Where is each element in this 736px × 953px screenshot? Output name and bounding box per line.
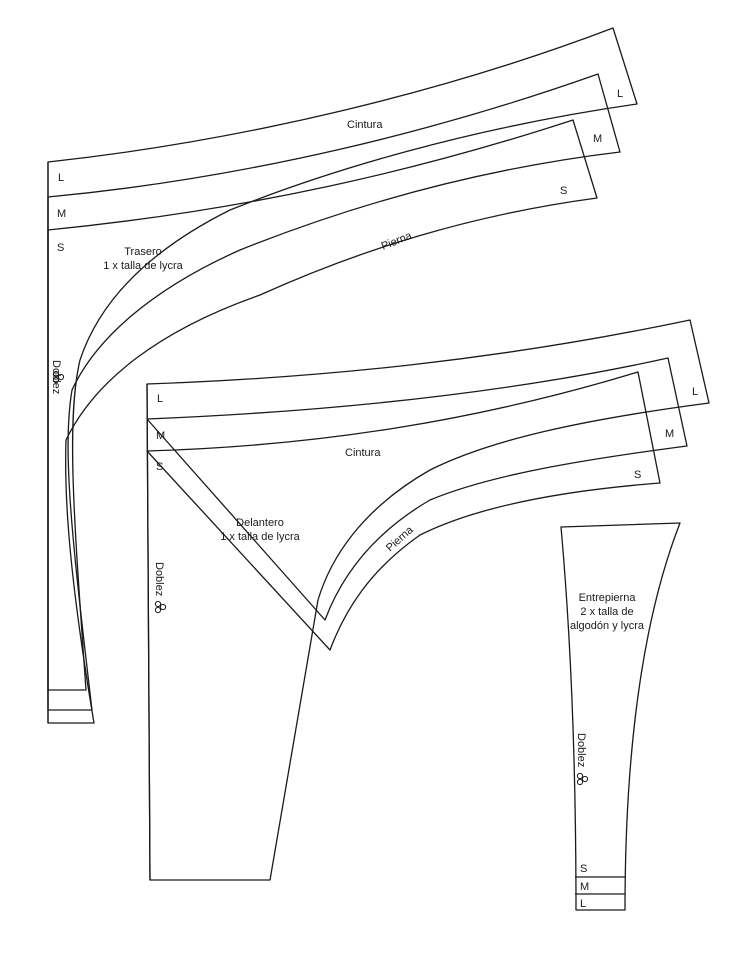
crotch-size-m-label: M bbox=[580, 881, 589, 893]
crotch-fold-symbol-icon bbox=[576, 772, 589, 786]
front-size-l-outline bbox=[146, 319, 710, 881]
crotch-piece-instructions-line2: algodón y lycra bbox=[570, 620, 645, 632]
back-piece-instructions: 1 x talla de lycra bbox=[103, 260, 183, 272]
crotch-size-l-label: L bbox=[580, 898, 586, 910]
crotch-outline bbox=[560, 522, 681, 911]
crotch-fold-label: Doblez bbox=[575, 733, 587, 767]
back-leg-label: Pierna bbox=[380, 229, 415, 252]
front-size-m-label: M bbox=[156, 430, 165, 442]
front-piece-instructions: 1 x talla de lycra bbox=[220, 531, 300, 543]
crotch-piece-instructions-line1: 2 x talla de bbox=[580, 606, 633, 618]
back-size-l-outline bbox=[47, 27, 638, 691]
front-size-s-end-label: S bbox=[634, 469, 641, 481]
back-size-m-label: M bbox=[57, 208, 66, 220]
front-size-l-end-label: L bbox=[692, 386, 698, 398]
crotch-piece: S M L Entrepierna 2 x talla de algodón y… bbox=[560, 522, 681, 911]
front-fold-edge bbox=[146, 383, 151, 881]
front-piece: L M S L M S Cintura Pierna Delantero 1 x… bbox=[146, 319, 710, 881]
back-size-m-end-label: M bbox=[593, 133, 602, 145]
front-size-m-outline bbox=[146, 357, 688, 621]
front-size-m-end-label: M bbox=[665, 428, 674, 440]
front-fold-label: Doblez bbox=[153, 562, 165, 596]
back-size-s-label: S bbox=[57, 242, 64, 254]
crotch-piece-name: Entrepierna bbox=[579, 592, 637, 604]
front-waist-label: Cintura bbox=[345, 447, 381, 459]
front-size-s-outline bbox=[146, 371, 661, 651]
back-size-s-end-label: S bbox=[560, 185, 567, 197]
back-piece-name: Trasero bbox=[124, 246, 162, 258]
back-size-s-outline bbox=[47, 119, 598, 724]
front-fold-symbol-icon bbox=[154, 600, 167, 614]
front-size-s-label: S bbox=[156, 461, 163, 473]
front-piece-name: Delantero bbox=[236, 517, 284, 529]
back-waist-label: Cintura bbox=[347, 119, 383, 131]
front-size-l-label: L bbox=[157, 393, 163, 405]
back-fold-symbol-icon bbox=[52, 370, 65, 384]
back-size-l-label: L bbox=[58, 172, 64, 184]
back-piece: L M S L M S Cintura Pierna Trasero 1 x t… bbox=[47, 27, 638, 724]
crotch-size-s-label: S bbox=[580, 863, 587, 875]
back-size-m-outline bbox=[47, 73, 621, 711]
back-size-l-end-label: L bbox=[617, 88, 623, 100]
